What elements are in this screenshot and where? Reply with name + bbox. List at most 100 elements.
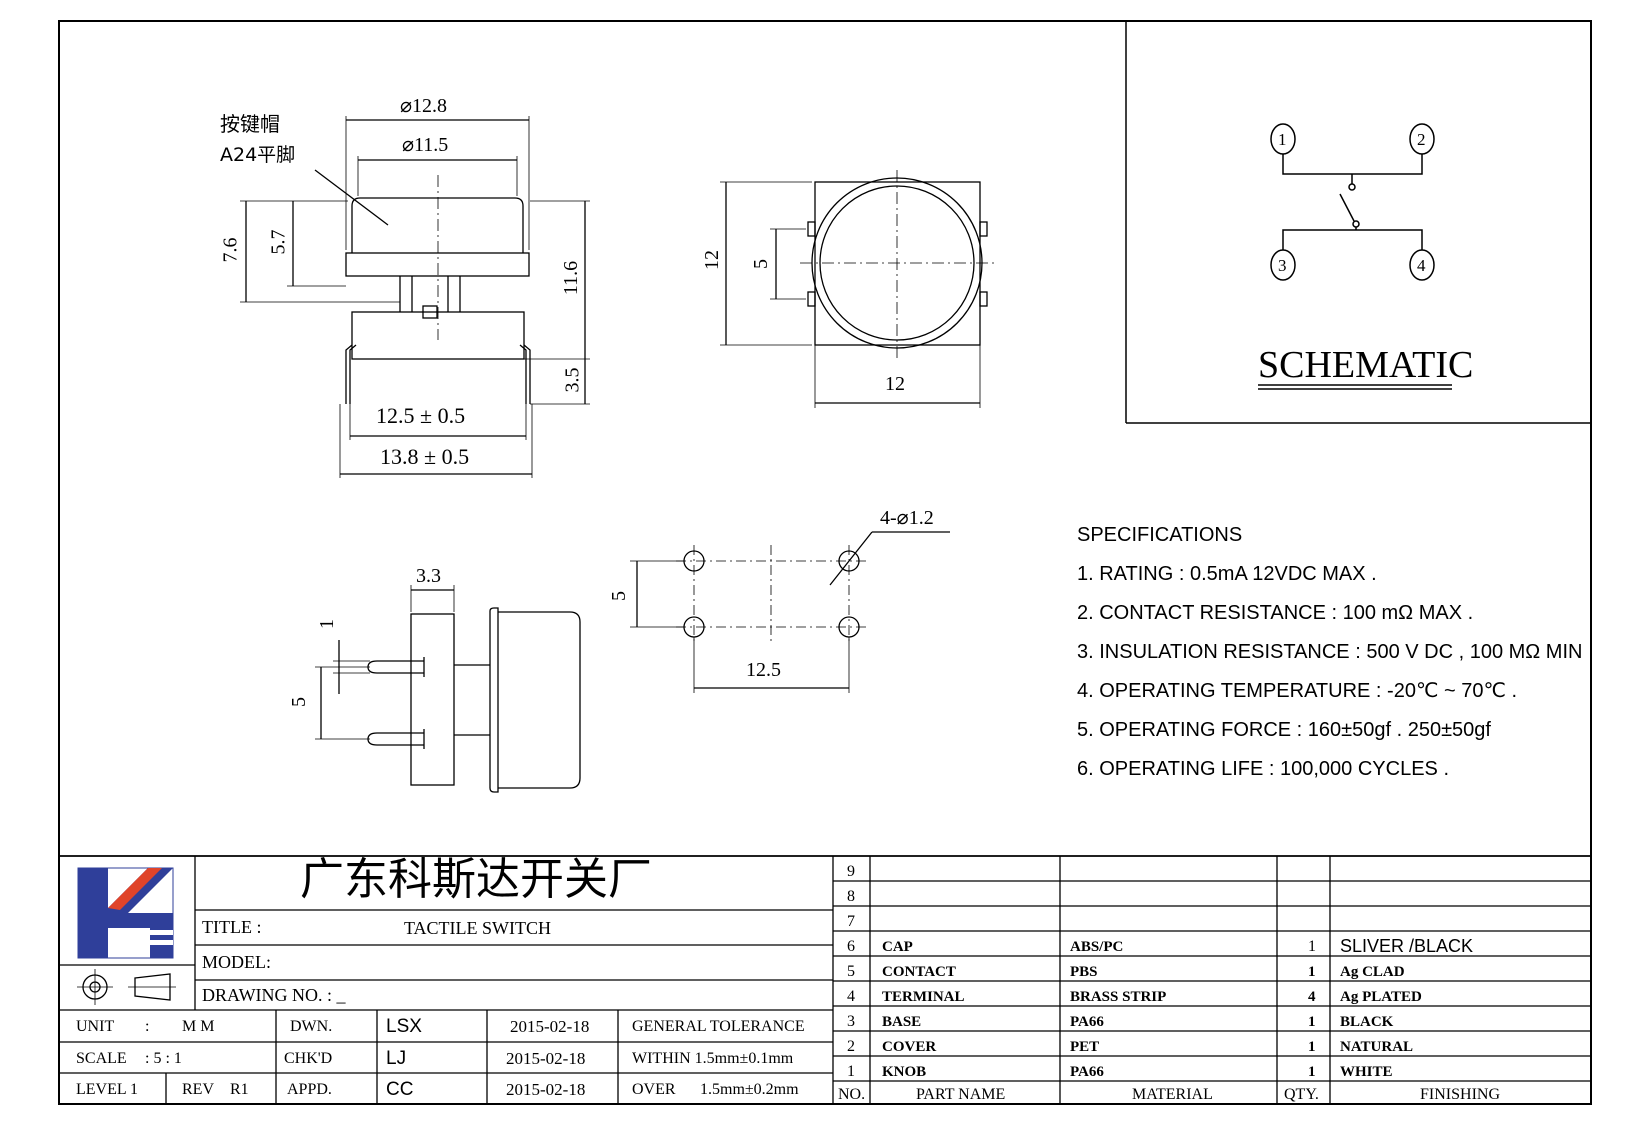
tolerance-heading: GENERAL TOLERANCE [632, 1018, 805, 1035]
bom-part: BASE [882, 1014, 922, 1030]
level-label: LEVEL 1 [76, 1081, 139, 1098]
bom-material: PBS [1070, 964, 1098, 980]
dim-pcb-vertical-pitch: 5 [608, 591, 630, 601]
company-logo [77, 867, 174, 959]
bom-row-no: 8 [847, 888, 855, 905]
bom-row-no: 2 [847, 1038, 855, 1055]
tolerance-over-value: 1.5mm±0.2mm [700, 1081, 799, 1098]
spec-item: 4. OPERATING TEMPERATURE : -20℃ ~ 70℃ . [1077, 680, 1518, 702]
dim-leg-span-inner: 12.5 ± 0.5 [376, 403, 466, 428]
pin-label-4: 4 [1417, 256, 1426, 275]
unit-colon: : [145, 1018, 150, 1035]
model-label: MODEL: [202, 952, 271, 972]
dim-body-height: 12 [701, 250, 723, 270]
pcb-layout [630, 531, 950, 693]
bom-row-no: 6 [847, 938, 855, 955]
pin-label-2: 2 [1417, 130, 1426, 149]
appd-label: APPD. [287, 1081, 332, 1098]
dim-height-overall: 11.6 [560, 260, 583, 296]
dim-cap-height: 5.7 [267, 229, 290, 255]
bom-qty: 4 [1308, 989, 1316, 1005]
bom-finishing: NATURAL [1340, 1039, 1414, 1055]
bom-qty: 1 [1308, 1064, 1316, 1080]
dim-hole: 4-⌀1.2 [880, 507, 934, 529]
cap-note-line1: 按键帽 [220, 112, 280, 136]
bom-part: COVER [882, 1039, 937, 1055]
chkd-label: CHK'D [284, 1050, 333, 1067]
bom-material: ABS/PC [1070, 939, 1124, 955]
dwn-by: LSX [386, 1016, 422, 1037]
title-value: TACTILE SWITCH [404, 918, 552, 938]
schematic-diagram [1258, 123, 1452, 390]
cap-note-line2: A24平脚 [220, 144, 296, 166]
appd-by: CC [386, 1079, 414, 1100]
side-view [315, 585, 581, 793]
bom-material: PET [1070, 1039, 1100, 1055]
dim-top-pin-pitch: 5 [750, 259, 772, 269]
pin-label-3: 3 [1278, 256, 1287, 275]
dim-cap-outer: ⌀12.8 [400, 95, 448, 117]
dwn-label: DWN. [290, 1018, 333, 1035]
bom-row-no: 3 [847, 1013, 855, 1030]
dim-cap-inner: ⌀11.5 [402, 134, 449, 156]
bom-qty: 1 [1308, 1014, 1316, 1030]
pin-label-1: 1 [1278, 130, 1287, 149]
bom-row-no: 1 [847, 1063, 855, 1080]
drawing-no-label: DRAWING NO. : _ [202, 985, 346, 1005]
bom-qty: 1 [1308, 964, 1316, 980]
company-name: 广东科斯达开关厂 [300, 854, 652, 905]
bom-header-material: MATERIAL [1132, 1086, 1213, 1103]
bom-material: PA66 [1070, 1064, 1104, 1080]
bom-part: CONTACT [882, 964, 956, 980]
spec-item: 1. RATING : 0.5mA 12VDC MAX . [1077, 563, 1377, 585]
unit-value: M M [182, 1018, 215, 1035]
dim-leg-span-outer: 13.8 ± 0.5 [380, 444, 470, 469]
bom-finishing: BLACK [1340, 1014, 1394, 1030]
scale-value: : 5 : 1 [145, 1050, 182, 1067]
drawing-border [58, 20, 1592, 1105]
dim-pcb-horizontal-pitch: 12.5 [746, 659, 781, 681]
bom-finishing: SLIVER /BLACK [1340, 936, 1474, 956]
bom-finishing: Ag CLAD [1340, 964, 1405, 980]
dim-side-pin-pitch: 5 [288, 697, 310, 707]
dim-pin-dia: 1 [316, 619, 338, 629]
chkd-by: LJ [386, 1048, 407, 1069]
dim-height-total: 7.6 [219, 237, 242, 263]
spec-item: 5. OPERATING FORCE : 160±50gf . 250±50gf [1077, 719, 1491, 741]
dim-body-width: 12 [885, 373, 905, 395]
bom-qty: 1 [1308, 938, 1316, 955]
chkd-date: 2015-02-18 [506, 1049, 586, 1068]
bom-material: PA66 [1070, 1014, 1104, 1030]
appd-date: 2015-02-18 [506, 1080, 586, 1099]
bom-qty: 1 [1308, 1039, 1316, 1055]
bom-row-no: 4 [847, 988, 855, 1005]
title-label: TITLE : [202, 917, 262, 937]
bom-finishing: WHITE [1340, 1064, 1393, 1080]
bom-header-no: NO. [838, 1086, 866, 1103]
front-view [240, 116, 590, 478]
bom-material: BRASS STRIP [1070, 989, 1167, 1005]
dwn-date: 2015-02-18 [510, 1017, 590, 1036]
top-view [720, 170, 995, 408]
unit-label: UNIT [76, 1018, 115, 1035]
dim-leg-length: 3.5 [561, 367, 584, 393]
bom-row-no: 7 [847, 913, 855, 930]
bom-header-finishing: FINISHING [1420, 1086, 1500, 1103]
spec-item: 6. OPERATING LIFE : 100,000 CYCLES . [1077, 758, 1450, 780]
bom-finishing: Ag PLATED [1340, 989, 1422, 1005]
bom-part: KNOB [882, 1064, 927, 1080]
title-block [59, 855, 1591, 1104]
bom-header-qty: QTY. [1284, 1086, 1319, 1103]
spec-item: 3. INSULATION RESISTANCE : 500 V DC , 10… [1077, 641, 1583, 663]
spec-item: 2. CONTACT RESISTANCE : 100 mΩ MAX . [1077, 602, 1474, 624]
dim-body-thickness: 3.3 [416, 565, 441, 587]
specs-heading: SPECIFICATIONS [1077, 524, 1243, 546]
rev-value: R1 [230, 1081, 249, 1098]
bom-part: TERMINAL [882, 989, 965, 1005]
bom-row-no: 9 [847, 863, 855, 880]
rev-label: REV [182, 1081, 214, 1098]
tolerance-over-label: OVER [632, 1081, 676, 1098]
tolerance-within: WITHIN 1.5mm±0.1mm [632, 1050, 794, 1067]
schematic-title: SCHEMATIC [1258, 344, 1474, 386]
